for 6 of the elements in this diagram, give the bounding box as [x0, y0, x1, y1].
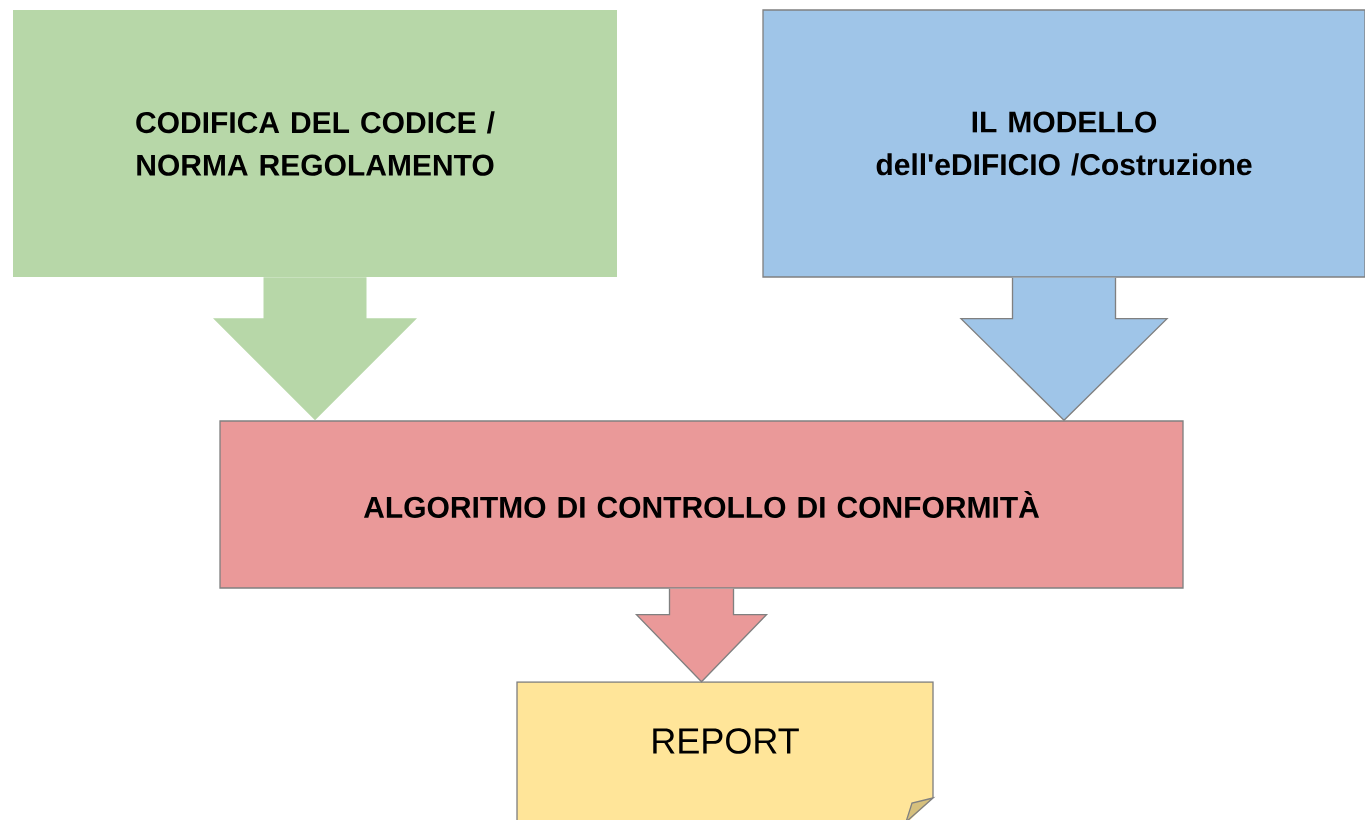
block-arrow — [634, 588, 769, 683]
process-box: ALGORITMO DI CONTROLLO DI CONFORMITÀ — [219, 420, 1184, 589]
process-box: CODIFICA DEL CODICE / NORMA REGOLAMENTO — [13, 10, 617, 277]
block-arrow — [959, 277, 1169, 422]
block-arrow — [213, 277, 417, 421]
process-box: IL MODELLO dell'eDIFICIO /Costruzione — [762, 9, 1365, 278]
